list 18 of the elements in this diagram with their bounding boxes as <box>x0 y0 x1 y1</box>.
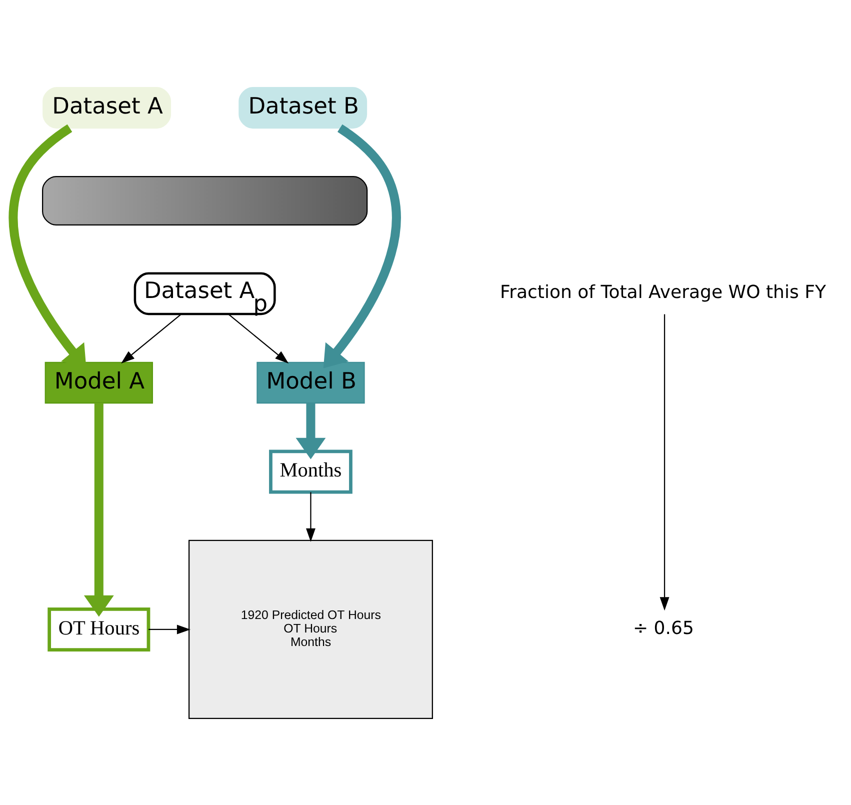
node-box: Model B <box>256 361 365 404</box>
node-text: ÷ 0.65 <box>632 617 694 638</box>
arrow <box>323 124 401 368</box>
arrow <box>84 402 114 616</box>
arrow <box>148 624 190 634</box>
arrow <box>296 402 326 459</box>
node-bar <box>42 175 368 226</box>
node-box: Months <box>269 449 352 494</box>
node-text: Fraction of Total Average WO this FY <box>500 281 826 302</box>
arrow <box>228 313 289 363</box>
arrow <box>660 314 670 610</box>
node-box: Dataset A <box>42 86 172 128</box>
arrow <box>306 492 316 542</box>
node-box: Model A <box>44 361 153 404</box>
node-box: Dataset B <box>238 86 368 128</box>
node-box: 1920 Predicted OT Hours OT Hours Months <box>188 539 433 719</box>
arrow <box>121 313 182 363</box>
node-box: OT Hours <box>48 607 150 651</box>
